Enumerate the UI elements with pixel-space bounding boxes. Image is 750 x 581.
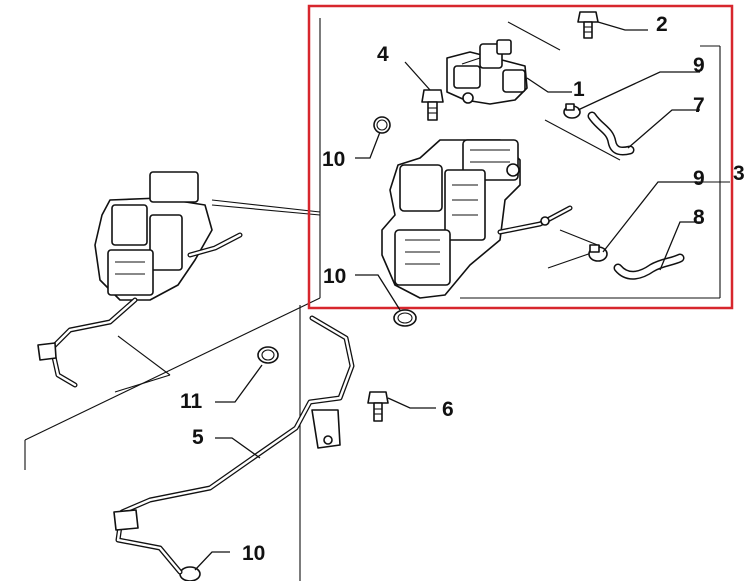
background-assembly: [37, 171, 243, 388]
part-6-bolt: [367, 391, 389, 422]
callout-9-upper: 9: [693, 54, 705, 77]
part-1-solenoid-valve: [446, 39, 528, 105]
callout-3: 3: [733, 162, 745, 185]
callout-1: 1: [573, 78, 585, 101]
highlight-box: [307, 4, 734, 310]
part-10-clamp-top: [373, 116, 391, 134]
callout-4: 4: [377, 43, 389, 66]
part-3-valve-housing: [381, 139, 573, 299]
part-9-clamp-upper: [563, 103, 581, 119]
callout-9-lower: 9: [693, 167, 705, 190]
part-9-clamp-lower: [588, 244, 608, 262]
part-7-hose: [587, 111, 635, 156]
callout-7: 7: [693, 94, 705, 117]
part-11-clamp: [257, 346, 279, 364]
callout-11: 11: [180, 390, 203, 413]
callout-10-bottom: 10: [242, 542, 265, 565]
part-5-pipe: [113, 315, 355, 575]
part-2-bolt: [577, 11, 599, 39]
callout-10-top: 10: [322, 148, 345, 171]
callout-8: 8: [693, 206, 705, 229]
part-10-clamp-bottom: [179, 566, 201, 581]
callout-5: 5: [192, 426, 204, 449]
callout-10-middle: 10: [323, 265, 346, 288]
callout-6: 6: [442, 398, 454, 421]
part-4-bolt: [421, 89, 444, 121]
leader-lines: [194, 21, 700, 571]
assembly-frame-lines: [24, 18, 730, 581]
part-8-hose: [613, 253, 685, 280]
part-10-clamp-middle: [393, 309, 417, 327]
callout-2: 2: [656, 13, 668, 36]
